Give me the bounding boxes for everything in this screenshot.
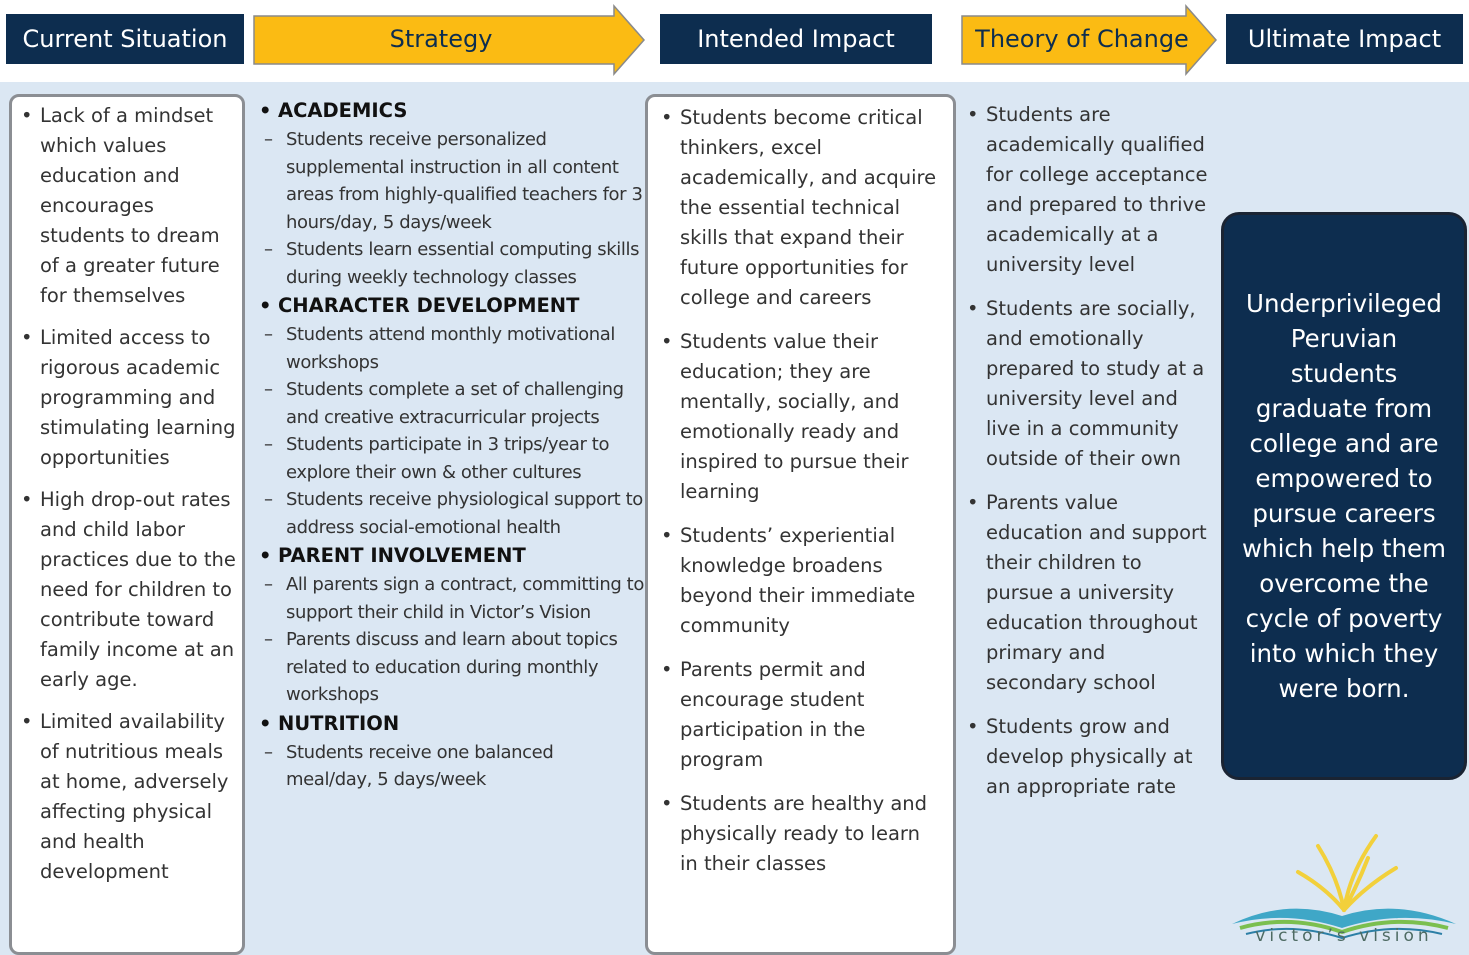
strategy-item: All parents sign a contract, committing … <box>256 571 644 626</box>
strategy-item: Students receive one balanced meal/day, … <box>256 739 644 794</box>
strategy-item: Students attend monthly motivational wor… <box>256 321 644 376</box>
strategy-section-title: NUTRITION <box>256 709 644 739</box>
strategy-section-title: CHARACTER DEVELOPMENT <box>256 291 644 321</box>
intended-impact-item: Students value their education; they are… <box>658 327 943 507</box>
theory-of-change-item: Students are socially, and emotionally p… <box>964 294 1212 474</box>
current-situation-item: Limited availability of nutritious meals… <box>18 707 236 887</box>
strategy-item: Students complete a set of challenging a… <box>256 376 644 431</box>
current-situation-item: Lack of a mindset which values education… <box>18 101 236 311</box>
header-intended-impact-label: Intended Impact <box>697 25 895 53</box>
theory-arrow-shape <box>961 4 1218 76</box>
current-situation-box: Lack of a mindset which values education… <box>9 94 245 955</box>
current-situation-list: Lack of a mindset which values education… <box>18 101 236 887</box>
intended-impact-item: Students become critical thinkers, excel… <box>658 103 943 313</box>
theory-of-change-column: Students are academically qualified for … <box>964 100 1212 802</box>
header-strategy-label: Strategy <box>389 25 493 53</box>
logo-wordmark: victor’s vision <box>1255 926 1433 946</box>
header-theory-of-change: Theory of Change <box>960 14 1204 64</box>
strategy-item: Students receive physiological support t… <box>256 486 644 541</box>
strategy-item: Students participate in 3 trips/year to … <box>256 431 644 486</box>
theory-of-change-item: Students are academically qualified for … <box>964 100 1212 280</box>
open-book-sunrise-logo-icon <box>1232 834 1456 940</box>
header-strategy: Strategy <box>252 14 630 64</box>
header-intended-impact: Intended Impact <box>660 14 932 64</box>
header-current-situation: Current Situation <box>6 14 244 64</box>
intended-impact-item: Students are healthy and physically read… <box>658 789 943 879</box>
intended-impact-list: Students become critical thinkers, excel… <box>658 103 943 879</box>
ultimate-impact-text: Underprivileged Peruvian students gradua… <box>1242 289 1446 703</box>
intended-impact-item: Parents permit and encourage student par… <box>658 655 943 775</box>
strategy-item: Students receive personalized supplement… <box>256 126 644 236</box>
header-ultimate-impact-label: Ultimate Impact <box>1247 25 1442 53</box>
strategy-item: Parents discuss and learn about topics r… <box>256 626 644 709</box>
strategy-section-title: PARENT INVOLVEMENT <box>256 541 644 571</box>
header-theory-of-change-label: Theory of Change <box>975 25 1189 53</box>
intended-impact-item: Students’ experiential knowledge broaden… <box>658 521 943 641</box>
current-situation-item: High drop-out rates and child labor prac… <box>18 485 236 695</box>
strategy-column: ACADEMICS Students receive personalized … <box>256 96 644 794</box>
strategy-arrow-shape <box>253 4 646 76</box>
ultimate-impact-box: Underprivileged Peruvian students gradua… <box>1221 212 1467 780</box>
header-current-situation-label: Current Situation <box>22 25 228 53</box>
strategy-item: Students learn essential computing skill… <box>256 236 644 291</box>
current-situation-item: Limited access to rigorous academic prog… <box>18 323 236 473</box>
theory-of-change-list: Students are academically qualified for … <box>964 100 1212 802</box>
intended-impact-box: Students become critical thinkers, excel… <box>645 94 956 955</box>
strategy-section-title: ACADEMICS <box>256 96 644 126</box>
theory-of-change-item: Parents value education and support thei… <box>964 488 1212 698</box>
header-ultimate-impact: Ultimate Impact <box>1226 14 1463 64</box>
theory-of-change-item: Students grow and develop physically at … <box>964 712 1212 802</box>
